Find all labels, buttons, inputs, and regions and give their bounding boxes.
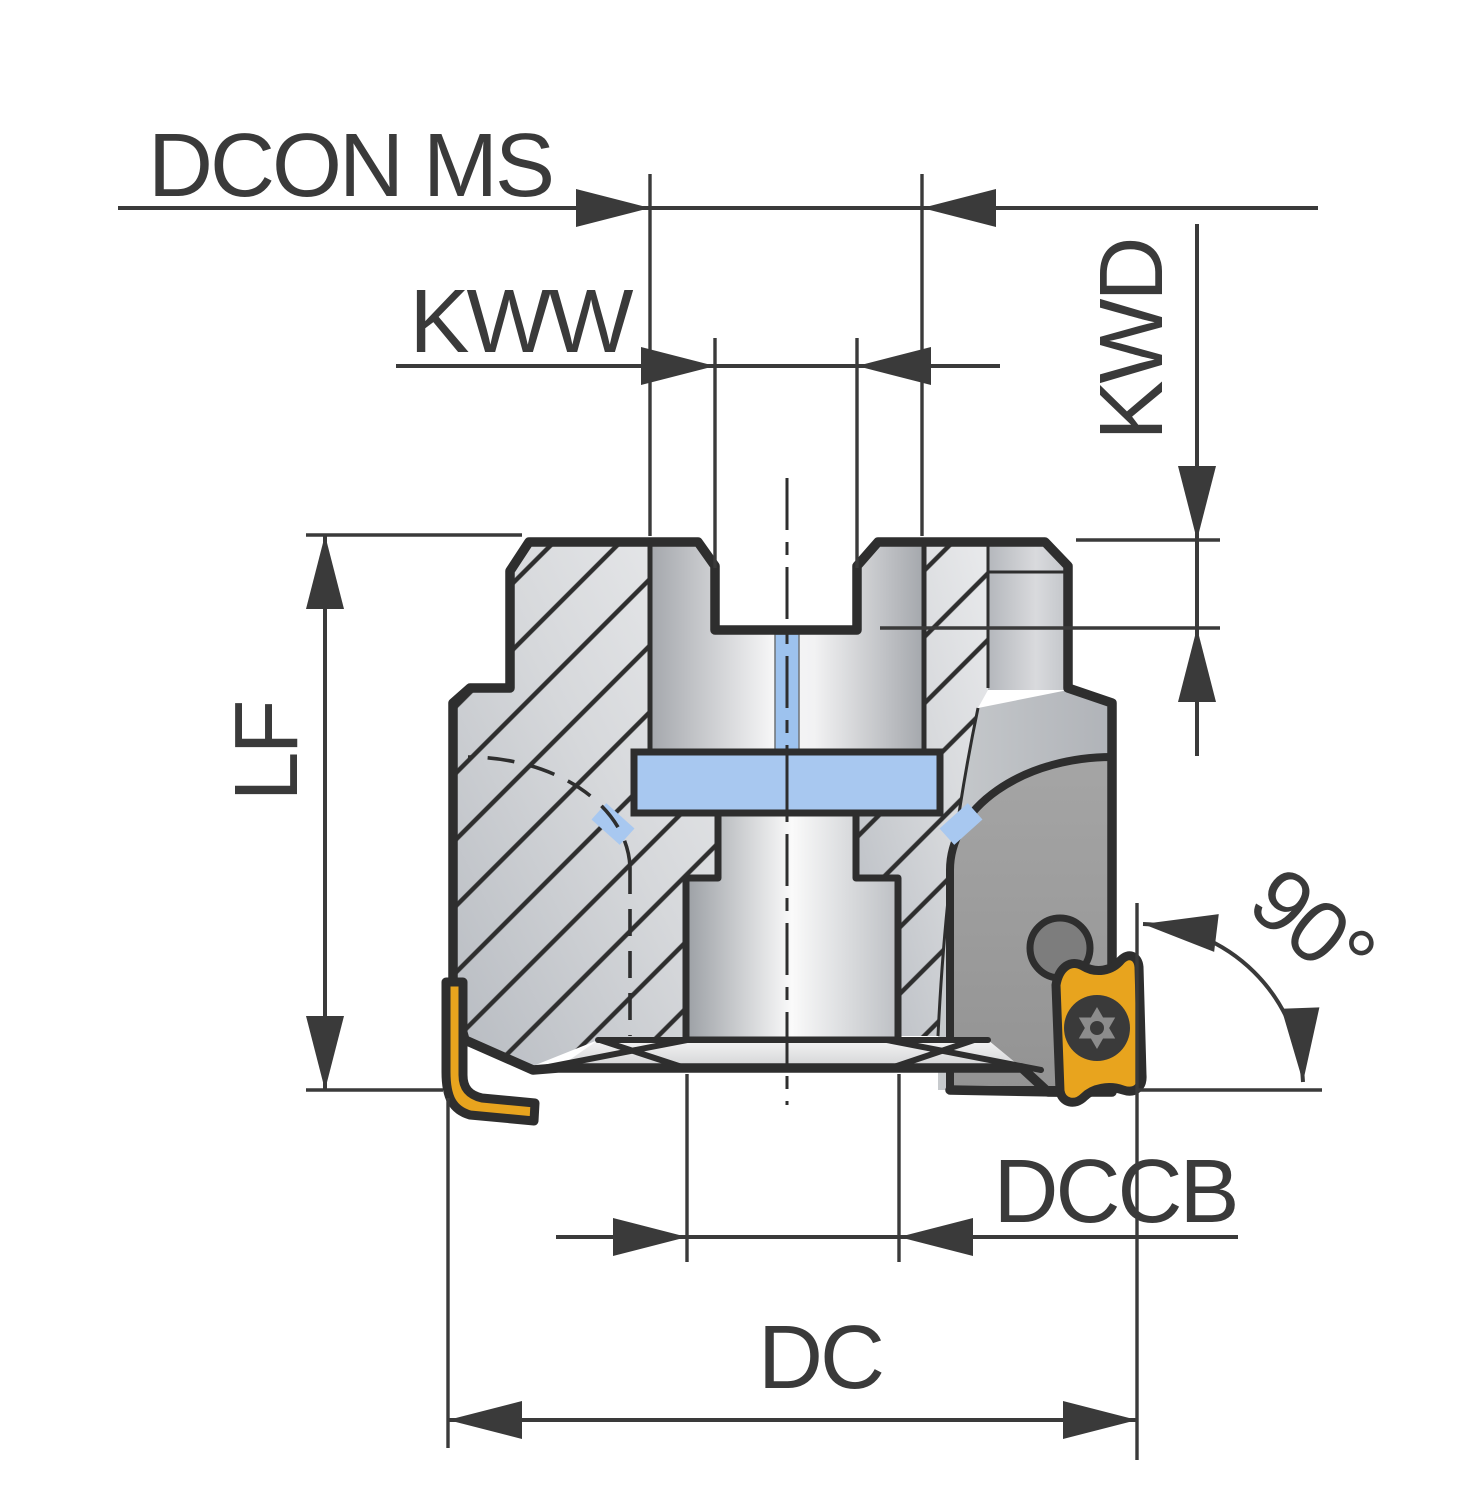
label-angle: 90° (1232, 848, 1393, 1006)
dim-dccb: DCCB (556, 1074, 1240, 1262)
dim-kwd: KWD (880, 224, 1220, 756)
label-kwd: KWD (1082, 240, 1182, 441)
hatch-right (856, 542, 988, 1036)
label-dccb: DCCB (993, 1142, 1236, 1242)
dim-lf: LF (217, 533, 522, 1092)
hatch-left (453, 542, 718, 1066)
pocket-bottom-edge (945, 1085, 1063, 1097)
torx-screw-icon (1064, 995, 1130, 1061)
dim-kww: KWW (396, 272, 1000, 568)
left-insert-body (441, 977, 540, 1126)
chamfer-highlight-right (939, 803, 983, 845)
right-boss-face (988, 542, 1068, 690)
label-dc: DC (758, 1308, 882, 1408)
hidden-pocket-arc (467, 755, 632, 868)
right-insert (1051, 951, 1147, 1107)
label-dcon-ms: DCON MS (148, 116, 552, 216)
left-insert (441, 977, 540, 1126)
section-boundary-curve (936, 707, 980, 1037)
label-lf: LF (217, 702, 317, 801)
chamfer-highlight-left (591, 803, 635, 845)
dim-dcon-ms: DCON MS (118, 116, 1318, 536)
cutter-body (448, 478, 1117, 1105)
label-kww: KWW (410, 272, 634, 372)
dim-dc: DC (446, 1098, 1137, 1448)
